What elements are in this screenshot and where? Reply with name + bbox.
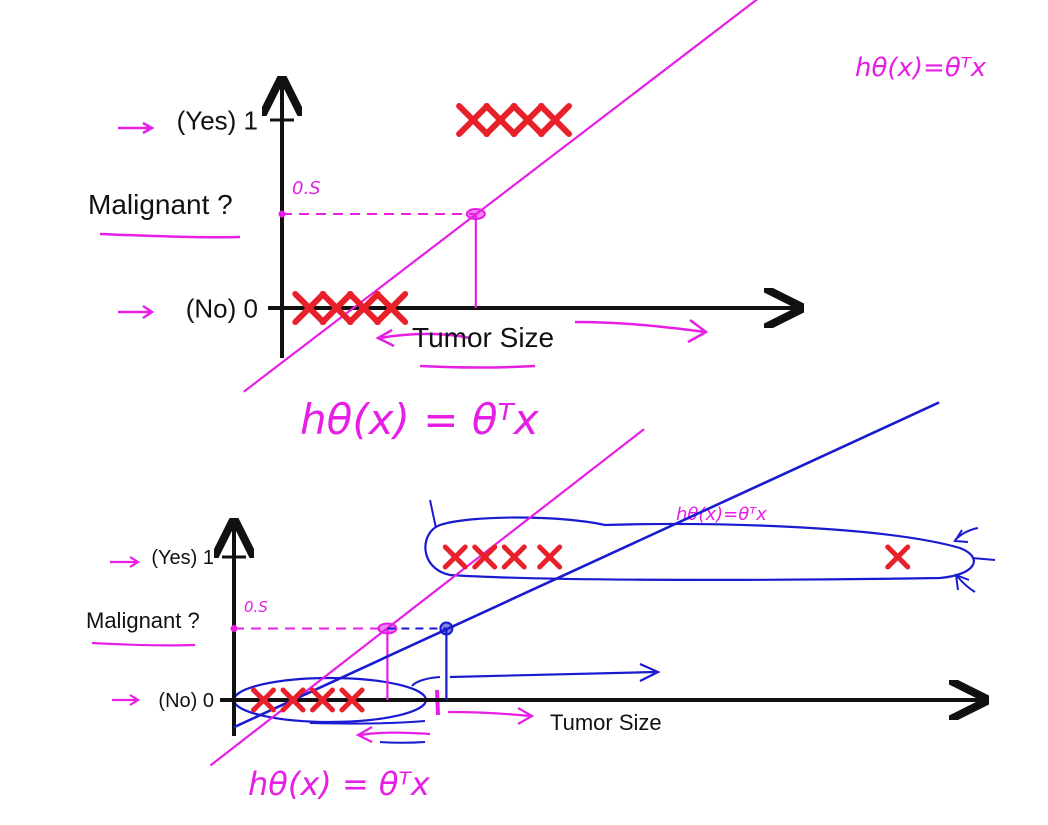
data-point-stroke bbox=[292, 291, 327, 325]
underline-bottom-2 bbox=[379, 741, 426, 744]
data-point-stroke bbox=[472, 544, 498, 570]
hypothesis-label: hθ(x) = θᵀx bbox=[300, 395, 540, 444]
data-point-stroke bbox=[310, 687, 335, 713]
data-point-x bbox=[310, 687, 335, 713]
left-region-bracket bbox=[411, 676, 441, 687]
chart-top: (Yes) 1 (No) 0 Malignant ? Tumor Size 0.S hθ(… bbox=[88, 0, 987, 444]
y-axis-label: Malignant ? bbox=[86, 608, 200, 633]
chart-bottom: (Yes) 1 (No) 0 Malignant ? Tumor Size 0.S hθ(… bbox=[86, 401, 996, 803]
threshold-label: 0.S bbox=[244, 598, 268, 616]
data-point-x bbox=[885, 544, 911, 570]
ylabel-underline bbox=[91, 641, 196, 647]
tick-no-pointer bbox=[118, 304, 155, 320]
chart-bottom-annotations bbox=[91, 499, 996, 744]
ylabel-underline bbox=[99, 232, 241, 239]
x-axis-label: Tumor Size bbox=[412, 322, 554, 353]
outlier-arrow-top bbox=[953, 527, 979, 543]
chart-top-annotations bbox=[99, 121, 709, 369]
tumor-size-left-arrow bbox=[375, 328, 471, 348]
y-axis-label: Malignant ? bbox=[88, 189, 233, 220]
data-point-stroke bbox=[456, 103, 491, 137]
data-point-x bbox=[510, 103, 545, 137]
y-tick-label: (No) 0 bbox=[186, 293, 258, 323]
fit-line-label: hθ(x)=θᵀx bbox=[855, 53, 987, 83]
data-point-stroke bbox=[885, 544, 911, 570]
outlier-arrow-right bbox=[971, 557, 996, 561]
tick-yes-pointer bbox=[110, 556, 141, 568]
data-point-x bbox=[374, 291, 409, 325]
data-point-x bbox=[538, 103, 572, 137]
data-point-stroke bbox=[510, 103, 545, 137]
tumor-size-right-arrow bbox=[574, 319, 709, 344]
underline-bottom bbox=[309, 720, 426, 725]
shift-right-arrow-pink bbox=[447, 707, 535, 725]
data-point-stroke bbox=[251, 687, 276, 713]
data-point-x bbox=[501, 544, 527, 570]
data-point-stroke bbox=[483, 103, 518, 137]
x-axis-label: Tumor Size bbox=[550, 710, 662, 735]
refit-line bbox=[233, 401, 940, 729]
tick-no-pointer bbox=[112, 694, 141, 706]
data-point-x bbox=[251, 687, 276, 713]
y-tick-label: (Yes) 1 bbox=[151, 547, 214, 569]
outlier-arrow-bottom bbox=[954, 573, 976, 593]
data-point-stroke bbox=[374, 291, 409, 325]
data-point-x bbox=[319, 291, 354, 325]
data-point-x bbox=[280, 687, 306, 713]
data-point-x bbox=[442, 544, 468, 570]
positive-cluster-loop bbox=[424, 516, 975, 581]
data-point-x bbox=[537, 544, 563, 570]
xlabel-underline bbox=[419, 364, 536, 369]
data-point-x bbox=[292, 291, 327, 325]
data-point-x bbox=[346, 291, 381, 325]
shift-left-arrow bbox=[355, 726, 431, 743]
data-point-stroke bbox=[280, 687, 306, 713]
hypothesis-label: hθ(x) = θᵀx bbox=[248, 765, 431, 803]
data-point-stroke bbox=[501, 544, 527, 570]
y-tick-label: (Yes) 1 bbox=[177, 105, 258, 135]
data-point-stroke bbox=[339, 687, 365, 713]
data-point-stroke bbox=[538, 103, 572, 137]
shift-right-arrow bbox=[449, 662, 661, 682]
threshold-label: 0.S bbox=[292, 178, 321, 199]
data-point-stroke bbox=[319, 291, 354, 325]
data-point-stroke bbox=[442, 544, 468, 570]
tick-yes-pointer bbox=[118, 121, 155, 135]
data-point-x bbox=[472, 544, 498, 570]
data-point-stroke bbox=[346, 291, 381, 325]
data-point-x bbox=[456, 103, 491, 137]
data-point-x bbox=[339, 687, 365, 713]
y-tick-label: (No) 0 bbox=[158, 690, 214, 712]
data-point-x bbox=[483, 103, 518, 137]
threshold-crossing-point bbox=[465, 208, 486, 220]
boundary-tick bbox=[435, 689, 440, 716]
data-point-stroke bbox=[537, 544, 563, 570]
fit-line-label: hθ(x)=θᵀx bbox=[676, 504, 767, 525]
top-tick-mark bbox=[429, 499, 437, 529]
